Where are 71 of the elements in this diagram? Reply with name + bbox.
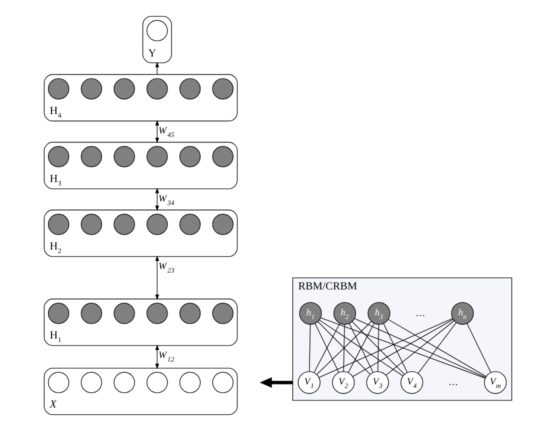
node-circle <box>146 302 168 324</box>
node-circle <box>47 78 69 100</box>
connector <box>354 318 486 378</box>
node-circle <box>178 302 200 324</box>
connector <box>387 319 486 377</box>
connector <box>342 324 344 372</box>
edge-label: W$_{12}$ <box>158 350 174 364</box>
connector <box>351 321 404 375</box>
node-circle <box>113 146 134 168</box>
node-circle <box>113 214 134 236</box>
node-circle <box>178 78 200 100</box>
node-circle <box>146 146 168 168</box>
node-circle <box>80 214 102 236</box>
node-circle: V$_{2}$ <box>332 371 354 394</box>
node-circle: h$_{3}$ <box>367 302 390 325</box>
node-circle <box>212 372 233 394</box>
node-circle <box>212 78 233 100</box>
arrow <box>154 120 159 144</box>
connector <box>318 320 403 376</box>
node-circle <box>80 372 102 394</box>
edge-label: W$_{23}$ <box>158 261 174 275</box>
arrow <box>154 344 159 370</box>
arrow <box>259 377 292 388</box>
node-circle: V$_{3}$ <box>366 371 388 394</box>
cluster: X <box>43 368 238 416</box>
node-circle <box>146 214 168 236</box>
connector <box>417 322 456 374</box>
node-circle <box>80 78 102 100</box>
cluster: H$_{1}$ <box>43 298 238 346</box>
node-circle: V$_{1}$ <box>297 371 320 394</box>
node-circle <box>146 20 168 42</box>
node-circle <box>212 146 233 168</box>
connector <box>385 320 454 376</box>
node-circle: h$_{1}$ <box>298 302 322 325</box>
label: … <box>415 308 425 319</box>
node-circle <box>146 78 168 100</box>
node-circle <box>212 302 233 324</box>
node-circle: h$_{2}$ <box>332 302 356 325</box>
node-circle: V$_{m}$ <box>484 371 506 394</box>
arrow <box>154 188 159 212</box>
node-circle <box>113 302 134 324</box>
node-circle <box>212 214 233 236</box>
node-circle <box>113 372 134 394</box>
arrow <box>154 256 159 300</box>
node-circle <box>80 146 102 168</box>
edge-label: W$_{45}$ <box>158 125 174 139</box>
cluster: H$_{3}$ <box>43 142 238 190</box>
connector <box>376 324 379 372</box>
node-circle <box>113 78 134 100</box>
node-circle <box>47 214 69 236</box>
edge-label: W$_{34}$ <box>158 193 174 207</box>
node-circle <box>47 372 69 394</box>
label: … <box>448 377 458 388</box>
connector <box>466 323 491 373</box>
connector <box>382 323 408 373</box>
node-circle: V$_{4}$ <box>400 371 423 394</box>
connector <box>318 318 453 378</box>
node-circle <box>146 372 168 394</box>
connector <box>352 319 453 377</box>
connector <box>320 317 486 378</box>
node-circle <box>80 302 102 324</box>
node-circle <box>178 214 200 236</box>
cluster: H$_{4}$ <box>43 74 238 122</box>
node-circle <box>47 302 69 324</box>
node-circle <box>178 146 200 168</box>
cluster: H$_{2}$ <box>43 210 238 257</box>
node-circle <box>178 372 200 394</box>
node-circle: h$_{n}$ <box>450 302 474 325</box>
node-circle <box>47 146 69 168</box>
connector <box>308 324 310 372</box>
cluster: Y <box>142 16 172 64</box>
